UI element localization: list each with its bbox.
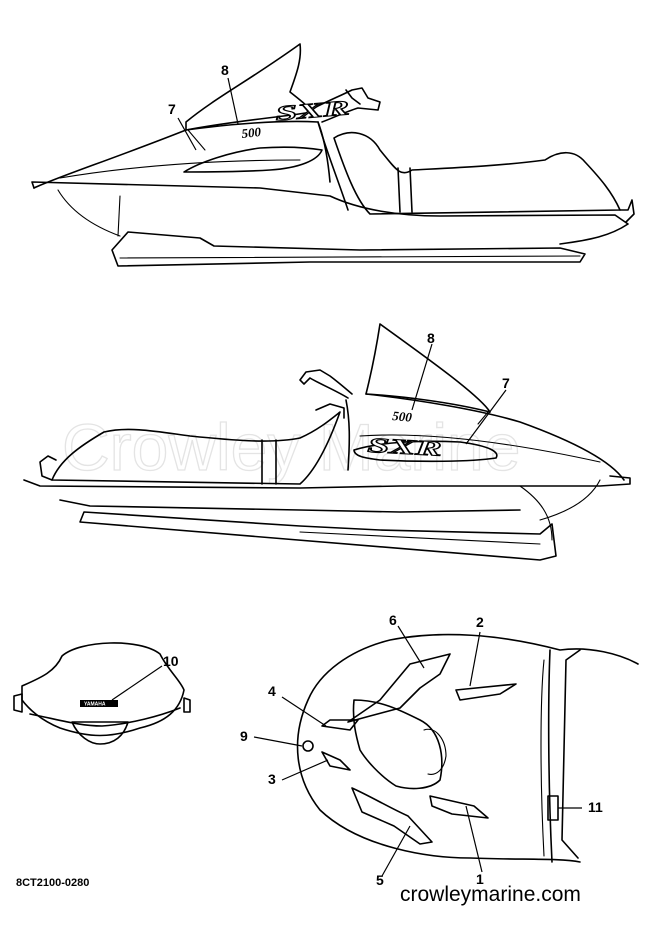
callout-5: 5 — [376, 872, 384, 888]
decal-3 — [321, 751, 351, 771]
emblem-9 — [302, 740, 314, 752]
hood-outline — [33, 120, 331, 189]
running-board-left — [23, 475, 631, 513]
decal-sxr-left: SXR — [367, 433, 442, 460]
callout-3: 3 — [268, 771, 276, 787]
windshield-front-outline — [21, 642, 185, 737]
decal-vent-6 — [347, 653, 451, 723]
running-board — [31, 181, 629, 245]
decal-vent-2 — [455, 683, 517, 701]
callout-6: 6 — [389, 612, 397, 628]
decal-500: 500 — [241, 124, 262, 141]
decal-sxr-outline — [183, 146, 323, 173]
decal-yamaha — [80, 700, 118, 707]
hood-top-view: 6 2 4 9 3 5 1 11 — [240, 612, 639, 888]
headlight — [71, 721, 129, 745]
windshield-front-view: YAMAHA 10 — [13, 642, 191, 745]
windshield-outline — [185, 43, 313, 131]
decal-vent-5 — [351, 787, 433, 845]
handlebar-left — [299, 369, 353, 399]
decal-500-left: 500 — [392, 408, 413, 425]
handlebar — [313, 87, 381, 123]
decal-vent-1 — [429, 795, 489, 819]
seat — [333, 131, 621, 215]
decal-sxr: SXR — [274, 96, 350, 126]
callout-7-left: 7 — [502, 375, 510, 391]
callout-8-left: 8 — [427, 330, 435, 346]
decal-yamaha-text: YAMAHA — [84, 702, 106, 708]
ski — [111, 231, 586, 267]
side-view-right: 500 SXR 8 7 — [31, 43, 635, 267]
callout-1: 1 — [476, 871, 484, 887]
windshield-outline-left — [365, 323, 491, 413]
diagram-code: 8CT2100-0280 — [16, 877, 89, 889]
callout-7-right: 7 — [168, 101, 176, 117]
seat-left — [51, 411, 341, 485]
callout-10: 10 — [163, 653, 179, 669]
decal-sxr-outline-left — [353, 440, 498, 463]
side-view-left: 500 SXR 8 7 — [23, 323, 631, 561]
callout-11: 11 — [588, 799, 603, 815]
callout-9: 9 — [240, 728, 248, 744]
callout-4: 4 — [268, 683, 276, 699]
callout-8-right: 8 — [221, 62, 229, 78]
ski-left — [79, 511, 557, 561]
website-url[interactable]: crowleymarine.com — [400, 883, 581, 906]
hood-top-outline — [296, 633, 639, 863]
watermark: Crowley Marine — [62, 410, 520, 484]
decal-4 — [321, 719, 359, 731]
callout-2: 2 — [476, 614, 484, 630]
